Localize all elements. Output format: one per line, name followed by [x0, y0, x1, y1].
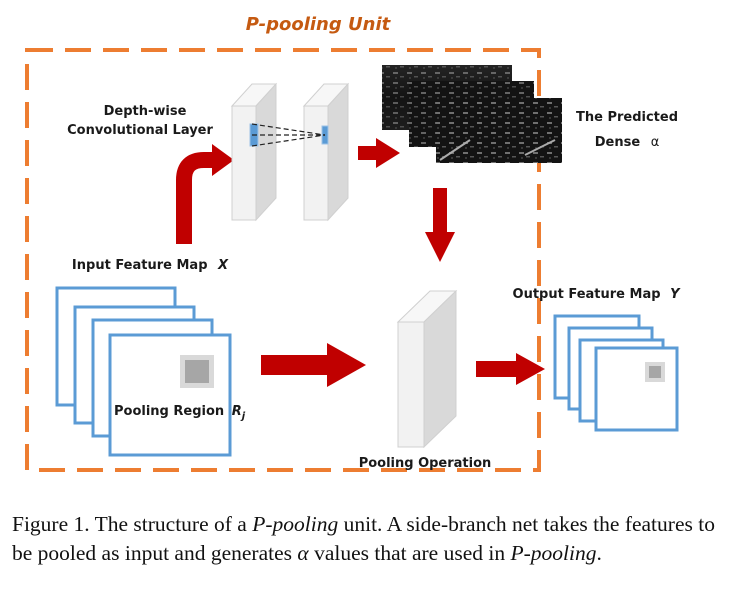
pooling-region: [180, 355, 214, 388]
output-pooled-region: [645, 362, 665, 382]
arrow-pooling-to-output: [476, 353, 545, 385]
p-pooling-diagram: P-pooling Unit Depth-wise Convolutional …: [25, 14, 682, 472]
pooling-region-subscript: j: [240, 411, 246, 422]
caption-final: .: [596, 541, 602, 565]
caption-pooling-word: -pooling: [265, 512, 339, 536]
arrow-input-to-pooling: [261, 343, 366, 387]
arrow-alpha-to-pooling: [425, 188, 455, 262]
output-symbol: Y: [670, 287, 681, 302]
curved-arrow: [176, 144, 234, 244]
pooling-region-symbol: R: [232, 404, 242, 419]
pooling-region-label: Pooling Region Rj: [114, 404, 246, 422]
conv-block-2: [302, 82, 350, 222]
pooling-region-text: Pooling Region: [114, 404, 224, 419]
caption-mid: unit. A side-branch net takes the featur…: [12, 512, 715, 565]
caption-end: values that are used in: [308, 541, 511, 565]
input-label: Input Feature Map X: [72, 258, 229, 273]
pooling-operation-label: Pooling Operation: [359, 456, 492, 471]
predicted-label-line1: The Predicted: [576, 110, 678, 125]
input-label-text: Input Feature Map: [72, 258, 208, 273]
input-symbol: X: [217, 258, 229, 273]
caption-script-p2: P: [510, 541, 524, 565]
predicted-alpha-maps: [382, 65, 562, 163]
output-label: Output Feature Map Y: [513, 287, 682, 302]
figure-caption: Figure 1. The structure of a P-pooling u…: [12, 510, 732, 568]
depthwise-label-line2: Convolutional Layer: [67, 123, 213, 138]
output-feature-maps: [553, 314, 679, 432]
predicted-label-line2: Dense α: [595, 135, 660, 150]
convolution-lines: [251, 123, 326, 147]
unit-border: [25, 48, 541, 472]
output-label-text: Output Feature Map: [513, 287, 661, 302]
caption-prefix: Figure 1. The structure of a: [12, 512, 253, 536]
depthwise-label-line1: Depth-wise: [104, 104, 187, 119]
caption-script-p: P: [252, 512, 266, 536]
pooling-operation-block: [396, 289, 458, 449]
predicted-dense-word: Dense: [595, 135, 641, 150]
conv-block-1: [230, 82, 278, 222]
caption-pooling-word2: -pooling: [523, 541, 597, 565]
arrow-conv-to-alpha: [358, 138, 400, 168]
caption-alpha: α: [297, 541, 309, 565]
alpha-symbol: α: [651, 135, 660, 150]
unit-title: P-pooling Unit: [246, 14, 392, 35]
